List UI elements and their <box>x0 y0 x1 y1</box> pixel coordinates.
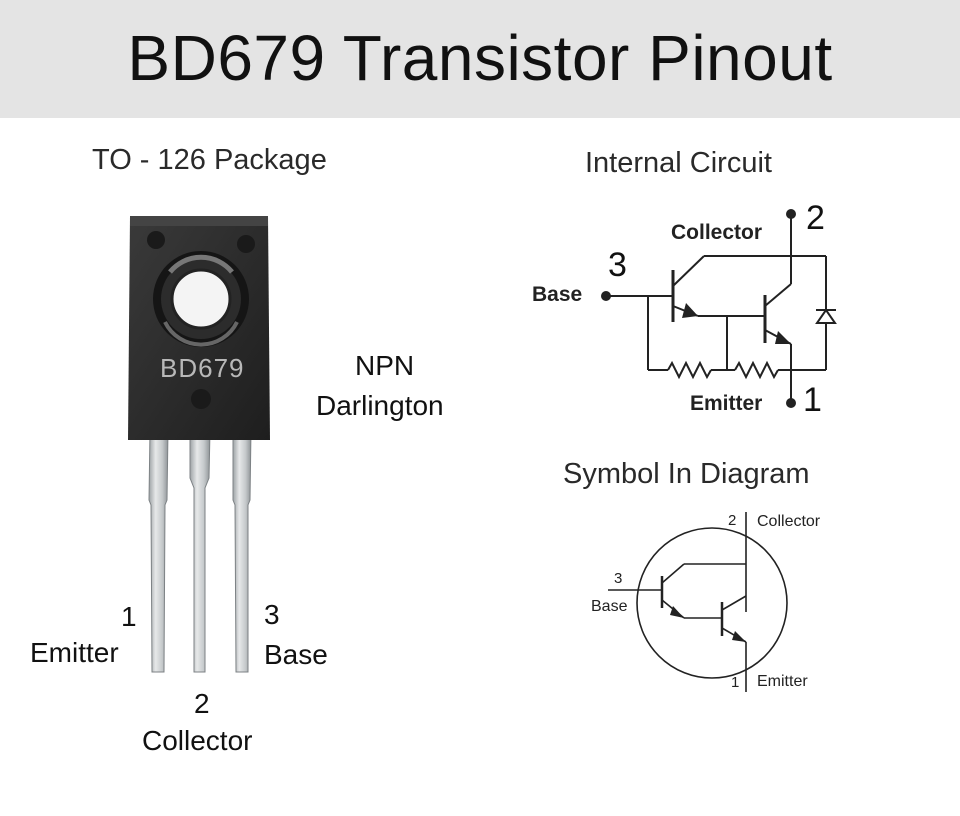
package-heading: TO - 126 Package <box>92 144 327 176</box>
symbol-heading: Symbol In Diagram <box>563 458 810 490</box>
sym-emitter-num: 1 <box>731 674 740 691</box>
internal-circuit-heading: Internal Circuit <box>585 147 772 179</box>
mold-dot-bottom <box>191 389 211 409</box>
ic-collector-num: 2 <box>806 199 825 237</box>
pin2-number: 2 <box>194 688 210 719</box>
page-title: BD679 Transistor Pinout <box>127 22 833 94</box>
sym-collector-label: Collector <box>757 513 821 530</box>
sym-emitter-label: Emitter <box>757 673 808 690</box>
lead-collector <box>189 429 211 673</box>
emitter-terminal-dot <box>786 398 796 408</box>
sym-collector-num: 2 <box>728 512 737 529</box>
transistor-body <box>128 216 270 440</box>
base-terminal-dot <box>601 291 611 301</box>
symbol-circle <box>636 527 788 679</box>
pin1-number: 1 <box>121 601 137 632</box>
lead-emitter <box>148 429 169 673</box>
pin3-name: Base <box>264 639 328 670</box>
ic-emitter-num: 1 <box>803 381 822 419</box>
pin1-name: Emitter <box>30 637 119 668</box>
ic-base-num: 3 <box>608 246 627 284</box>
pin3-number: 3 <box>264 599 280 630</box>
npn-label: NPN <box>355 350 415 381</box>
ic-emitter-label: Emitter <box>690 392 763 415</box>
sym-base-label: Base <box>591 598 628 615</box>
package-marking: BD679 <box>160 353 245 383</box>
sym-base-num: 3 <box>614 570 623 587</box>
darlington-label: Darlington <box>316 390 444 421</box>
ic-collector-label: Collector <box>671 221 763 244</box>
collector-terminal-dot <box>786 209 796 219</box>
title-banner <box>0 0 960 118</box>
ic-base-label: Base <box>532 283 583 306</box>
pin2-name: Collector <box>142 725 253 756</box>
mounting-hole <box>170 268 232 330</box>
mold-dot-right <box>237 235 255 253</box>
mold-dot-left <box>147 231 165 249</box>
lead-base <box>232 429 252 673</box>
